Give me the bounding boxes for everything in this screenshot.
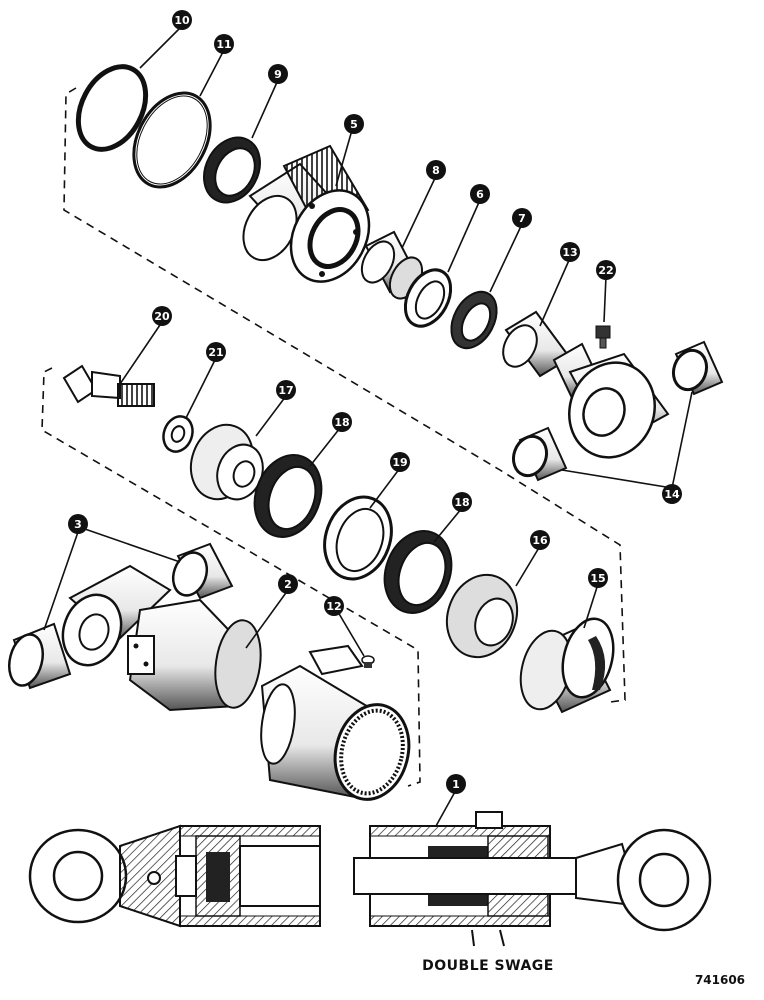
assembled-section-view — [28, 811, 712, 947]
part-8-bushing — [360, 230, 424, 300]
svg-text:18: 18 — [334, 416, 349, 429]
callout-8: 8 — [426, 160, 446, 180]
figure-id: 741606 — [695, 973, 745, 987]
callout-18-lower: 18 — [452, 492, 472, 512]
part-18-seal-upper — [253, 454, 323, 538]
part-11-backup-ring — [132, 91, 212, 189]
part-2-cylinder-tube — [260, 644, 411, 801]
callout-11: 11 — [214, 34, 234, 54]
svg-text:20: 20 — [154, 310, 170, 323]
svg-text:8: 8 — [432, 164, 440, 177]
callout-15: 15 — [588, 568, 608, 588]
svg-text:19: 19 — [392, 456, 407, 469]
svg-text:12: 12 — [326, 600, 341, 613]
svg-text:9: 9 — [274, 68, 282, 81]
svg-text:1: 1 — [452, 778, 460, 791]
svg-text:13: 13 — [562, 246, 577, 259]
svg-text:14: 14 — [664, 488, 680, 501]
svg-text:7: 7 — [518, 212, 526, 225]
svg-text:2: 2 — [284, 578, 292, 591]
part-6-ring — [403, 268, 453, 328]
part-7-rod-seal — [450, 290, 498, 350]
part-10-o-ring — [75, 64, 149, 152]
svg-text:15: 15 — [590, 572, 605, 585]
callout-12: 12 — [324, 596, 344, 616]
svg-text:16: 16 — [532, 534, 548, 547]
callout-17: 17 — [276, 380, 296, 400]
callout-9: 9 — [268, 64, 288, 84]
rod-eye — [568, 352, 670, 459]
callout-14: 14 — [662, 484, 682, 504]
part-5-gland — [242, 144, 371, 283]
part-3-bushing-b — [7, 622, 72, 690]
part-15-spacer — [519, 617, 615, 714]
leader-lines — [43, 25, 693, 827]
callout-2: 2 — [278, 574, 298, 594]
part-3-bushing-a — [171, 542, 234, 600]
svg-text:11: 11 — [216, 38, 231, 51]
callout-6: 6 — [470, 184, 490, 204]
part-17-piston — [189, 423, 264, 501]
svg-text:17: 17 — [278, 384, 293, 397]
part-14-bushing-a — [671, 340, 724, 396]
callout-21: 21 — [206, 342, 226, 362]
callout-1: 1 — [446, 774, 466, 794]
part-14-bushing-b — [511, 426, 568, 482]
part-9-wiper-seal — [203, 136, 261, 204]
callout-18-upper: 18 — [332, 412, 352, 432]
part-12-screw — [361, 655, 375, 668]
callout-13: 13 — [560, 242, 580, 262]
part-16-piston-half — [445, 573, 519, 659]
part-2-cylinder-barrel — [61, 564, 262, 712]
part-20-bolt — [62, 364, 155, 407]
part-18-seal-lower — [383, 530, 453, 614]
svg-text:5: 5 — [350, 118, 358, 131]
dashed-group-upper — [63, 87, 626, 703]
callout-5: 5 — [344, 114, 364, 134]
svg-text:3: 3 — [74, 518, 82, 531]
part-19-wear-ring — [323, 495, 393, 581]
callout-22: 22 — [596, 260, 616, 280]
callout-19: 19 — [390, 452, 410, 472]
svg-text:21: 21 — [208, 346, 223, 359]
svg-text:18: 18 — [454, 496, 469, 509]
svg-text:6: 6 — [476, 188, 484, 201]
part-22-grease-fitting — [595, 325, 611, 349]
callout-16: 16 — [530, 530, 550, 550]
callout-10: 10 — [172, 10, 192, 30]
svg-text:10: 10 — [174, 14, 190, 27]
double-swage-label: DOUBLE SWAGE — [422, 958, 554, 974]
callout-7: 7 — [512, 208, 532, 228]
dashed-group-lower — [41, 367, 421, 787]
callout-20: 20 — [152, 306, 172, 326]
part-21-washer — [162, 415, 194, 453]
callout-3: 3 — [68, 514, 88, 534]
svg-text:22: 22 — [598, 264, 613, 277]
